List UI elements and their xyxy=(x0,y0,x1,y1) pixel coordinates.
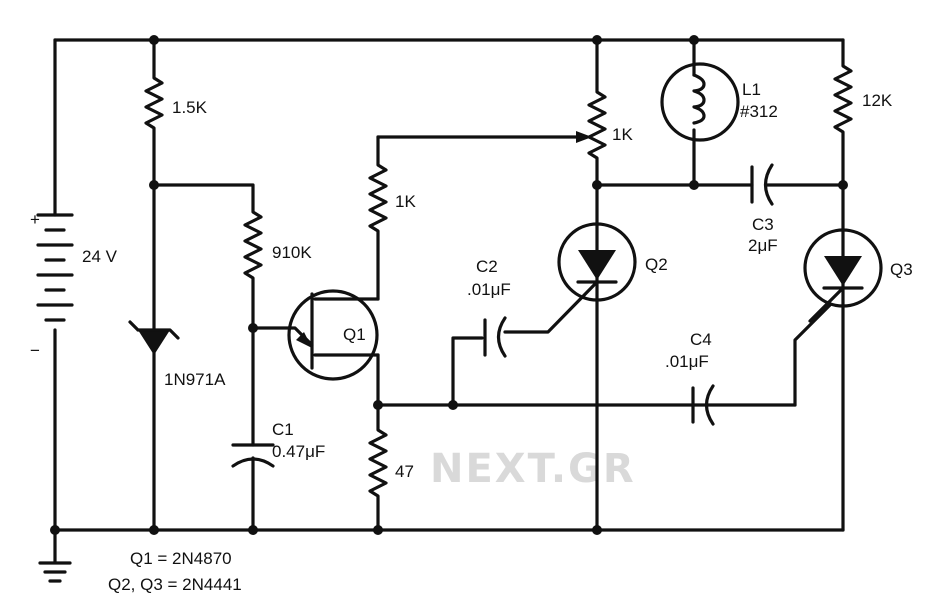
pot-label: 1K xyxy=(612,125,633,144)
scr-q3 xyxy=(803,228,883,323)
zener-diode xyxy=(128,320,180,355)
zener-label: 1N971A xyxy=(164,370,226,389)
ground-icon xyxy=(38,528,72,583)
q2-label: Q2 xyxy=(645,255,668,274)
c1-name: C1 xyxy=(272,420,294,439)
battery-plus: + xyxy=(30,210,40,229)
resistor-47 xyxy=(368,353,388,532)
watermark: NEXT.GR xyxy=(430,446,636,492)
c2-name: C2 xyxy=(476,257,498,276)
resistor-910k-label: 910K xyxy=(272,243,312,262)
note-q2-q3: Q2, Q3 = 2N4441 xyxy=(108,575,242,594)
potentiometer-1k xyxy=(587,38,607,532)
resistor-1-5k xyxy=(144,38,164,532)
lamp-l1 xyxy=(660,38,740,187)
capacitor-c2 xyxy=(483,316,507,358)
transistor-q1 xyxy=(251,289,380,381)
c3-value: 2μF xyxy=(748,236,778,255)
capacitor-c1 xyxy=(231,443,275,468)
battery-label: 24 V xyxy=(82,247,118,266)
resistor-1k-label: 1K xyxy=(395,192,416,211)
scr-q2 xyxy=(503,222,637,334)
junction-dots xyxy=(50,35,848,535)
note-q1: Q1 = 2N4870 xyxy=(130,549,232,568)
lamp-value: #312 xyxy=(740,102,778,121)
c3-name: C3 xyxy=(752,215,774,234)
capacitor-c3 xyxy=(750,163,774,206)
resistor-12k-label: 12K xyxy=(862,91,893,110)
battery xyxy=(36,38,74,532)
resistor-1-5k-label: 1.5K xyxy=(172,98,208,117)
c4-name: C4 xyxy=(690,330,712,349)
c1-value: 0.47μF xyxy=(272,442,325,461)
resistor-1k xyxy=(368,135,388,301)
c2-value: .01μF xyxy=(467,280,511,299)
resistor-47-label: 47 xyxy=(395,462,414,481)
c4-value: .01μF xyxy=(665,352,709,371)
resistor-12k xyxy=(833,38,853,532)
q1-label: Q1 xyxy=(343,325,366,344)
q3-label: Q3 xyxy=(890,260,913,279)
lamp-name: L1 xyxy=(742,80,761,99)
battery-minus: − xyxy=(30,341,40,360)
capacitor-c4 xyxy=(691,384,715,426)
